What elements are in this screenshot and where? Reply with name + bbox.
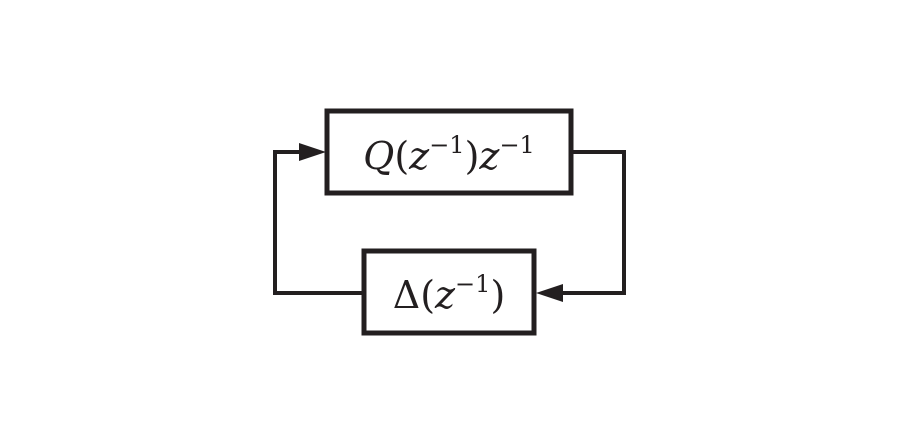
forward-z-symbol-2: z [478, 134, 500, 178]
forward-block-label: Q(z−1)z−1 [363, 131, 535, 178]
feedback-open-paren: ( [420, 273, 435, 317]
feedback-to-forward-line [273, 150, 364, 295]
forward-to-feedback-connection [536, 150, 626, 302]
forward-input-arrowhead [299, 143, 326, 161]
forward-z-symbol-1: z [408, 134, 430, 178]
feedback-exponent: −1 [455, 270, 490, 298]
feedback-block: Δ(z−1) [361, 248, 537, 336]
forward-block-frame [324, 108, 574, 196]
forward-to-feedback-line [560, 150, 626, 295]
feedback-to-forward-connection [273, 143, 364, 295]
feedback-close-paren: ) [490, 273, 505, 317]
forward-exponent-2: −1 [499, 131, 534, 159]
forward-block: Q(z−1)z−1 [324, 108, 574, 196]
forward-q-symbol: Q [363, 134, 394, 178]
feedback-delta-symbol: Δ [393, 273, 420, 317]
feedback-z-symbol: z [434, 273, 456, 317]
feedback-input-arrowhead [536, 284, 563, 302]
forward-exponent-1: −1 [429, 131, 464, 159]
forward-close-paren: ) [465, 134, 480, 178]
feedback-block-label: Δ(z−1) [393, 270, 506, 317]
forward-open-paren: ( [394, 134, 409, 178]
